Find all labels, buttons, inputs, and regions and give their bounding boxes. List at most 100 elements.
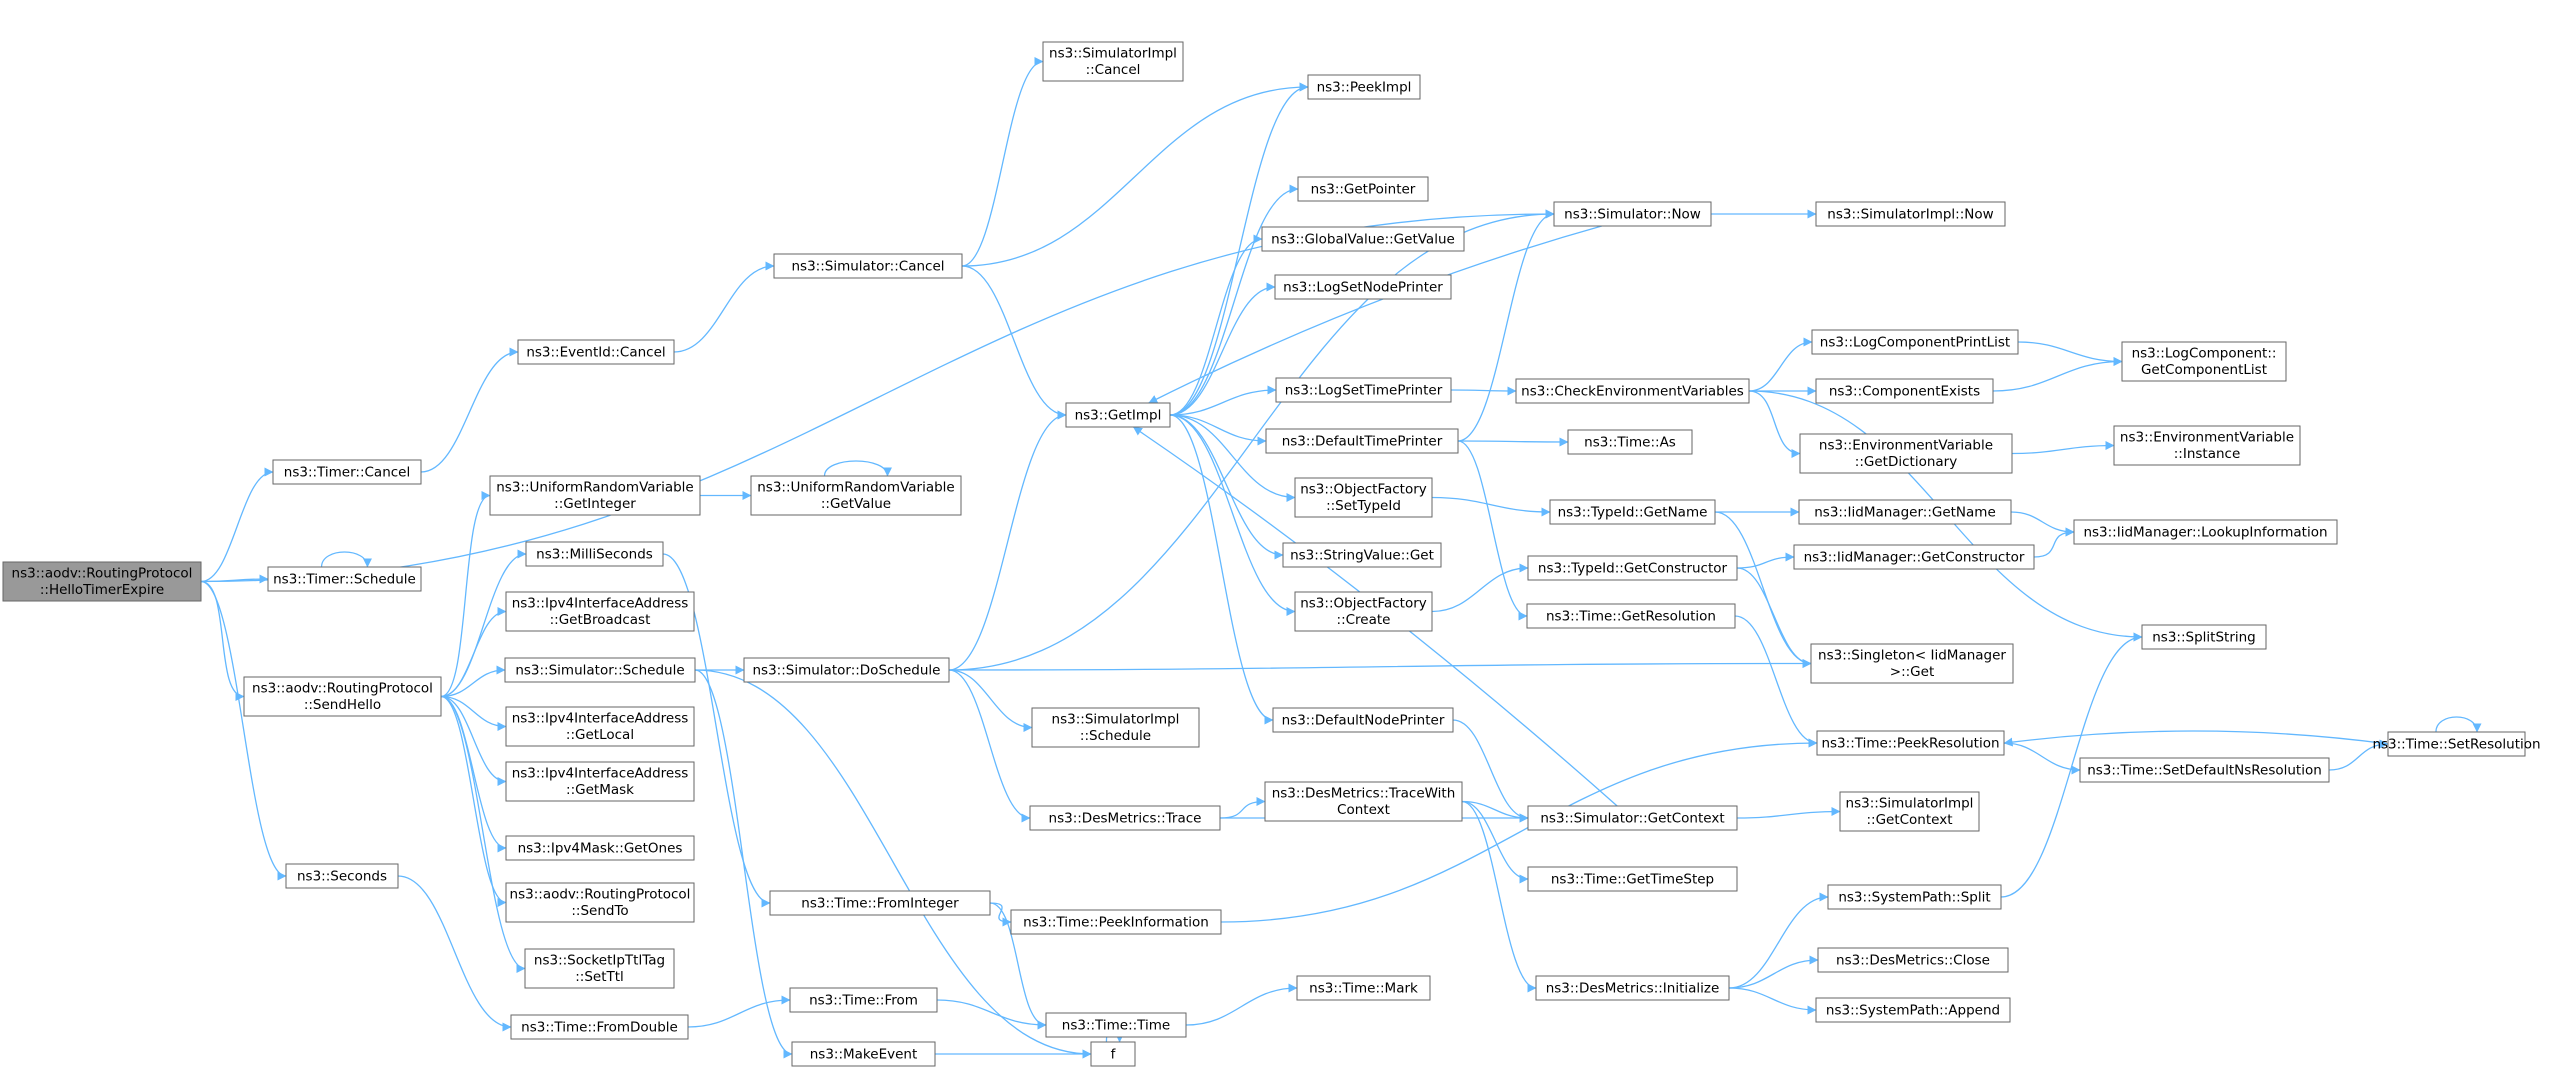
node-simsched[interactable]: ns3::Simulator::Schedule bbox=[504, 657, 696, 683]
node-ones[interactable]: ns3::Ipv4Mask::GetOnes bbox=[505, 835, 695, 861]
node-dmclose[interactable]: ns3::DesMetrics::Close bbox=[1817, 947, 2009, 973]
node-trace[interactable]: ns3::DesMetrics::Trace bbox=[1029, 805, 1221, 831]
node-from[interactable]: ns3::Time::From bbox=[789, 987, 938, 1013]
node-getctx[interactable]: ns3::Simulator::GetContext bbox=[1527, 805, 1738, 831]
node-ofsettid[interactable]: ns3::ObjectFactory::SetTypeId bbox=[1294, 477, 1433, 518]
node-spsplit[interactable]: ns3::SystemPath::Split bbox=[1827, 884, 2002, 910]
node-gettimestep[interactable]: ns3::Time::GetTimeStep bbox=[1527, 866, 1738, 892]
node-implgetctx[interactable]: ns3::SimulatorImpl::GetContext bbox=[1839, 791, 1980, 832]
node-timetime[interactable]: ns3::Time::Time bbox=[1045, 1012, 1187, 1038]
node-label: ns3::aodv::RoutingProtocol bbox=[252, 681, 433, 697]
node-getres[interactable]: ns3::Time::GetResolution bbox=[1526, 603, 1736, 629]
node-ofcreate[interactable]: ns3::ObjectFactory::Create bbox=[1294, 591, 1433, 632]
node-checkenv[interactable]: ns3::CheckEnvironmentVariables bbox=[1515, 378, 1750, 404]
node-deftime[interactable]: ns3::DefaultTimePrinter bbox=[1265, 428, 1459, 454]
node-lcprintlist[interactable]: ns3::LogComponentPrintList bbox=[1811, 329, 2019, 355]
node-box bbox=[1265, 428, 1459, 454]
node-getptr[interactable]: ns3::GetPointer bbox=[1297, 176, 1429, 202]
call-edge-defnode-getctx bbox=[1452, 719, 1529, 823]
node-label: ns3::Time::PeekInformation bbox=[1023, 914, 1209, 930]
node-box bbox=[789, 987, 938, 1013]
node-envdict[interactable]: ns3::EnvironmentVariable::GetDictionary bbox=[1799, 433, 2013, 474]
node-logtime[interactable]: ns3::LogSetTimePrinter bbox=[1275, 377, 1452, 403]
node-compexists[interactable]: ns3::ComponentExists bbox=[1815, 378, 1994, 404]
node-iidgetctor[interactable]: ns3::IidManager::GetConstructor bbox=[1793, 544, 2035, 570]
node-label: ns3::DefaultTimePrinter bbox=[1282, 433, 1443, 449]
node-implsched[interactable]: ns3::SimulatorImpl::Schedule bbox=[1031, 707, 1200, 748]
node-setdefns[interactable]: ns3::Time::SetDefaultNsResolution bbox=[2079, 757, 2330, 783]
node-spappend[interactable]: ns3::SystemPath::Append bbox=[1815, 997, 2011, 1023]
node-mark[interactable]: ns3::Time::Mark bbox=[1296, 975, 1431, 1001]
node-splitstr[interactable]: ns3::SplitString bbox=[2141, 624, 2267, 650]
node-lcgetlist[interactable]: ns3::LogComponent::GetComponentList bbox=[2121, 341, 2287, 382]
node-bcast[interactable]: ns3::Ipv4InterfaceAddress::GetBroadcast bbox=[505, 591, 695, 632]
node-strget[interactable]: ns3::StringValue::Get bbox=[1282, 542, 1442, 568]
node-urvint[interactable]: ns3::UniformRandomVariable::GetInteger bbox=[489, 475, 701, 516]
node-singleton[interactable]: ns3::Singleton< IidManager>::Get bbox=[1810, 643, 2014, 684]
node-fromint[interactable]: ns3::Time::FromInteger bbox=[769, 890, 991, 916]
node-label: ns3::MakeEvent bbox=[810, 1046, 918, 1062]
node-sendhello[interactable]: ns3::aodv::RoutingProtocol::SendHello bbox=[243, 676, 442, 717]
call-edge-ofsettid-tidgetname bbox=[1431, 496, 1551, 517]
node-label: ns3::LogSetTimePrinter bbox=[1285, 382, 1443, 398]
node-mask[interactable]: ns3::Ipv4InterfaceAddress::GetMask bbox=[505, 761, 695, 802]
call-edge-simcancel-implcancel bbox=[961, 57, 1044, 267]
node-simnow[interactable]: ns3::Simulator::Now bbox=[1553, 201, 1712, 227]
call-edge-sendhello-simsched bbox=[440, 665, 506, 698]
call-edge-eventcancel-simcancel bbox=[673, 261, 775, 353]
node-label: ns3::GetPointer bbox=[1311, 181, 1416, 197]
node-label: ns3::PeekImpl bbox=[1317, 79, 1412, 95]
node-setres[interactable]: ns3::Time::SetResolution bbox=[2372, 731, 2541, 757]
node-eventcancel[interactable]: ns3::EventId::Cancel bbox=[517, 339, 675, 365]
node-box bbox=[1264, 781, 1463, 822]
node-label: ns3::DesMetrics::Trace bbox=[1049, 810, 1202, 826]
node-lognode[interactable]: ns3::LogSetNodePrinter bbox=[1274, 274, 1452, 300]
node-label: ns3::Ipv4InterfaceAddress bbox=[512, 711, 689, 727]
node-timercancel[interactable]: ns3::Timer::Cancel bbox=[272, 459, 422, 485]
node-urvval[interactable]: ns3::UniformRandomVariable::GetValue bbox=[750, 475, 962, 516]
node-seconds[interactable]: ns3::Seconds bbox=[285, 863, 399, 889]
node-envinst[interactable]: ns3::EnvironmentVariable::Instance bbox=[2113, 425, 2301, 466]
node-makeevent[interactable]: ns3::MakeEvent bbox=[791, 1041, 936, 1067]
node-label: ns3::UniformRandomVariable bbox=[757, 480, 955, 496]
node-dosched[interactable]: ns3::Simulator::DoSchedule bbox=[743, 657, 950, 683]
node-box bbox=[1798, 499, 2012, 525]
call-edge-hello-sendhello bbox=[200, 580, 245, 701]
node-milli[interactable]: ns3::MilliSeconds bbox=[525, 541, 664, 567]
node-sendto[interactable]: ns3::aodv::RoutingProtocol::SendTo bbox=[505, 882, 695, 923]
node-implnow[interactable]: ns3::SimulatorImpl::Now bbox=[1815, 201, 2006, 227]
node-peekres[interactable]: ns3::Time::PeekResolution bbox=[1816, 730, 2005, 756]
node-defnode[interactable]: ns3::DefaultNodePrinter bbox=[1272, 707, 1454, 733]
node-box bbox=[2, 561, 202, 602]
node-label: ::HelloTimerExpire bbox=[40, 582, 164, 598]
node-label: ns3::Time::GetResolution bbox=[1546, 608, 1716, 624]
node-box bbox=[1272, 707, 1454, 733]
node-simcancel[interactable]: ns3::Simulator::Cancel bbox=[773, 253, 963, 279]
node-tidgetctor[interactable]: ns3::TypeId::GetConstructor bbox=[1527, 555, 1738, 581]
node-peekimpl[interactable]: ns3::PeekImpl bbox=[1307, 74, 1421, 100]
node-label: ns3::IidManager::GetConstructor bbox=[1804, 549, 2025, 565]
node-label: ns3::DesMetrics::Initialize bbox=[1546, 980, 1720, 996]
node-box bbox=[1535, 975, 1730, 1001]
node-label: ns3::Ipv4InterfaceAddress bbox=[512, 596, 689, 612]
node-dminit[interactable]: ns3::DesMetrics::Initialize bbox=[1535, 975, 1730, 1001]
call-edge-setres-peekres bbox=[2003, 730, 2389, 747]
call-edge-hello-timercancel bbox=[200, 467, 274, 583]
node-f[interactable]: f bbox=[1090, 1041, 1136, 1067]
node-local[interactable]: ns3::Ipv4InterfaceAddress::GetLocal bbox=[505, 706, 695, 747]
node-hello[interactable]: ns3::aodv::RoutingProtocol::HelloTimerEx… bbox=[2, 561, 202, 602]
node-box bbox=[1810, 643, 2014, 684]
node-gvgetval[interactable]: ns3::GlobalValue::GetValue bbox=[1261, 226, 1465, 252]
node-timersched[interactable]: ns3::Timer::Schedule bbox=[267, 566, 422, 592]
node-iidgetname[interactable]: ns3::IidManager::GetName bbox=[1798, 499, 2012, 525]
node-timeas[interactable]: ns3::Time::As bbox=[1567, 429, 1693, 455]
node-tidgetname[interactable]: ns3::TypeId::GetName bbox=[1549, 499, 1716, 525]
node-fromdouble[interactable]: ns3::Time::FromDouble bbox=[510, 1014, 689, 1040]
node-setttl[interactable]: ns3::SocketIpTtlTag::SetTtl bbox=[524, 948, 675, 989]
node-getimpl[interactable]: ns3::GetImpl bbox=[1065, 402, 1171, 428]
node-implcancel[interactable]: ns3::SimulatorImpl::Cancel bbox=[1042, 41, 1184, 82]
node-iidlookup[interactable]: ns3::IidManager::LookupInformation bbox=[2073, 519, 2338, 545]
node-peekinfo[interactable]: ns3::Time::PeekInformation bbox=[1010, 909, 1222, 935]
call-edge-tidgetctor-singleton bbox=[1736, 567, 1812, 668]
